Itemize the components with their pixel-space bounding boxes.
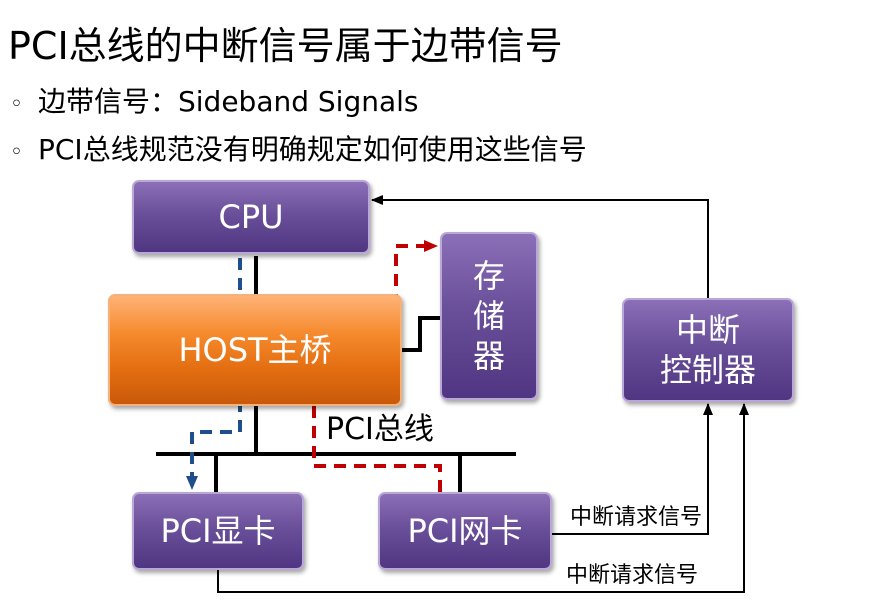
irq-controller-to-cpu [371,195,709,298]
memory-box: 存 储 器 [440,232,538,400]
irq-label-display: 中断请求信号 [566,563,699,588]
memory-label: 存 储 器 [472,257,505,375]
bullet-text: 边带信号：Sideband Signals [38,85,419,118]
host-bridge-box: HOST主桥 [108,294,402,406]
irq-line-display [217,403,749,593]
bullet-text: PCI总线规范没有明确规定如何使用这些信号 [38,133,587,166]
host-memory-link [402,316,440,352]
pci-nic-box: PCI网卡 [378,492,552,570]
host-bridge-label: HOST主桥 [178,331,332,369]
pci-display-label: PCI显卡 [160,512,276,550]
interrupt-controller-label: 中断 控制器 [659,311,756,389]
irq-line-nic [552,403,713,535]
interrupt-controller-box: 中断 控制器 [622,298,794,402]
irq-label-nic: 中断请求信号 [570,505,703,530]
cpu-label: CPU [218,198,284,236]
bullet-marker: ◦ [10,140,23,165]
pci-nic-label: PCI网卡 [407,512,523,550]
page-title: PCI总线的中断信号属于边带信号 [8,24,563,68]
cpu-box: CPU [132,180,370,254]
bullet-pci-spec: ◦ PCI总线规范没有明确规定如何使用这些信号 [10,132,587,171]
pci-bus-label: PCI总线 [326,412,434,447]
dma-path-red-up [308,374,442,492]
pci-display-box: PCI显卡 [132,492,304,570]
bullet-sideband: ◦ 边带信号：Sideband Signals [10,84,419,123]
cpu-path-blue-2 [186,380,242,490]
bullet-marker: ◦ [10,92,23,117]
